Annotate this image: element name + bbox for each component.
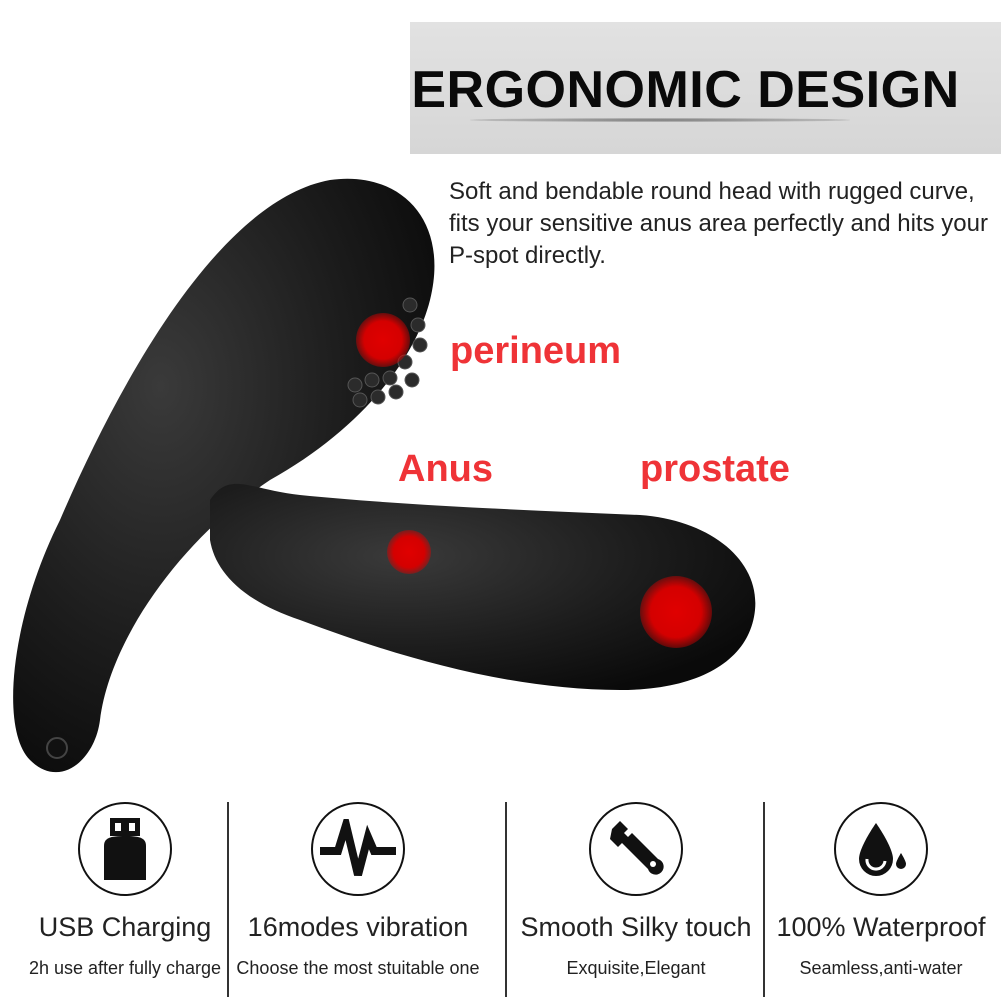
divider xyxy=(227,802,229,997)
feature-vibration-modes: 16modes vibration Choose the most stuita… xyxy=(233,790,483,1001)
perineum-marker xyxy=(356,313,410,367)
vibration-wave-icon xyxy=(311,802,405,896)
usb-icon xyxy=(78,802,172,896)
anus-marker xyxy=(387,530,431,574)
product-illustration xyxy=(13,178,756,773)
feature-subtitle: Seamless,anti-water xyxy=(799,958,963,978)
texture-nubs xyxy=(347,297,428,408)
title-banner: ERGONOMIC DESIGN xyxy=(410,22,1001,154)
power-button xyxy=(46,737,68,759)
feature-title: USB Charging xyxy=(38,912,212,942)
divider xyxy=(505,802,507,997)
product-base xyxy=(13,178,435,773)
feature-waterproof: 100% Waterproof Seamless,anti-water xyxy=(756,790,1001,1001)
perineum-label: perineum xyxy=(450,330,622,372)
feature-usb-charging: USB Charging 2h use after fully charge xyxy=(0,790,250,1001)
wrench-icon xyxy=(589,802,683,896)
water-drop-icon xyxy=(834,802,928,896)
feature-subtitle: Exquisite,Elegant xyxy=(566,958,706,978)
product-description: Soft and bendable round head with rugged… xyxy=(449,178,988,269)
feature-title: 16modes vibration xyxy=(247,912,469,942)
feature-subtitle: 2h use after fully charge xyxy=(28,958,222,978)
feature-title: 100% Waterproof xyxy=(776,912,986,942)
prostate-label: prostate xyxy=(640,448,790,490)
banner-title: ERGONOMIC DESIGN xyxy=(411,61,960,119)
feature-title: Smooth Silky touch xyxy=(520,912,752,942)
feature-strip: USB Charging 2h use after fully charge 1… xyxy=(0,790,1001,1001)
anus-label: Anus xyxy=(398,448,493,490)
product-shaft xyxy=(210,483,756,690)
feature-smooth-touch: Smooth Silky touch Exquisite,Elegant xyxy=(511,790,761,1001)
feature-subtitle: Choose the most stuitable one xyxy=(236,958,480,978)
prostate-marker xyxy=(640,576,712,648)
divider xyxy=(763,802,765,997)
banner-shadow xyxy=(470,118,850,122)
